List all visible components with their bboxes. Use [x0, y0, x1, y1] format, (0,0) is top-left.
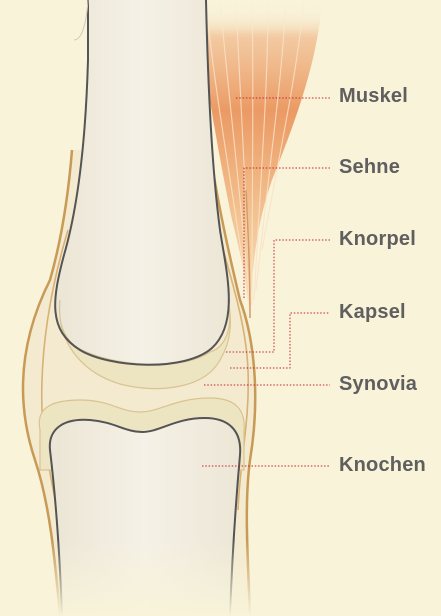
- femur-bone: [55, 0, 229, 365]
- label-muskel: Muskel: [339, 86, 408, 106]
- label-knorpel: Knorpel: [339, 229, 416, 249]
- label-synovia: Synovia: [339, 374, 417, 394]
- label-knochen: Knochen: [339, 455, 426, 475]
- label-kapsel: Kapsel: [339, 302, 406, 322]
- label-sehne: Sehne: [339, 157, 400, 177]
- femur-inner-line: [74, 0, 88, 40]
